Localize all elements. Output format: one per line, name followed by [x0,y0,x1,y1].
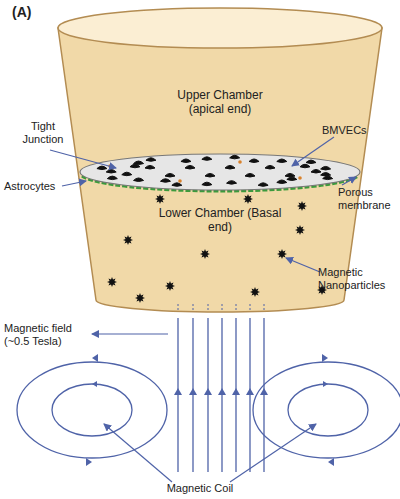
part-label: Tight Junction [12,120,74,146]
chamber-label: Lower Chamber (Basal end) [140,206,300,235]
part-label: Magnetic Nanoparticles [318,266,398,292]
porous-membrane [80,154,360,190]
field-arrowheads [86,354,334,466]
part-label: Magnetic field (~0.5 Tesla) [4,322,90,348]
leader-lines [50,137,356,482]
magnetic-nanoparticles [107,194,327,303]
part-label: Magnetic Coil [150,482,250,495]
chamber-label: Upper Chamber (apical end) [140,88,300,117]
chamber-region: Upper Chamber (apical end) [140,88,300,117]
chamber-region: Lower Chamber (Basal end) [140,206,300,235]
cup-rim [58,8,382,48]
field-lines [174,304,268,472]
bmvec-cells [97,155,333,186]
part-label: Porous membrane [338,186,396,212]
part-label: Astrocytes [4,180,62,193]
panel-label: (A) [12,4,52,21]
part-label: BMVECs [322,124,392,137]
